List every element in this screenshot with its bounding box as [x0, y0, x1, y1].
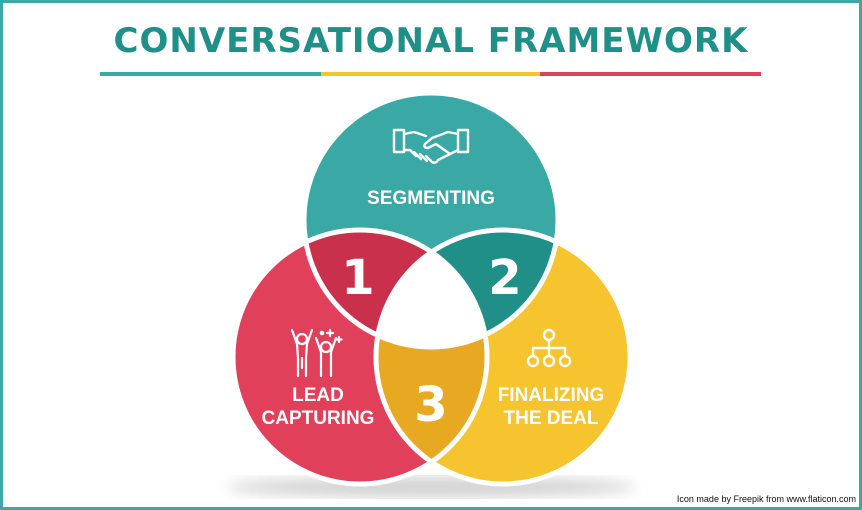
- title-underline-teal: [100, 72, 321, 76]
- title-underline-red: [540, 72, 761, 76]
- overlap-3-number: 3: [414, 377, 447, 433]
- hierarchy-icon: [526, 328, 572, 368]
- diagram-shadow: [226, 477, 636, 497]
- segmenting-label: SEGMENTING: [367, 188, 495, 209]
- icon-credit: Icon made by Freepik from www.flaticon.c…: [676, 494, 856, 504]
- handshake-icon: [392, 128, 470, 164]
- celebrating-people-icon: [290, 328, 343, 378]
- center-region: [376, 230, 487, 347]
- overlap-1-number: 1: [341, 250, 374, 306]
- lead-capturing-label-line2: CAPTURING: [262, 408, 375, 429]
- overlap-2-number: 2: [488, 250, 521, 306]
- circle-outlines: [230, 90, 633, 487]
- title-underline-yellow: [321, 72, 540, 76]
- finalizing-deal-label-line1: FINALIZING: [498, 385, 605, 406]
- page-title: CONVERSATIONAL FRAMEWORK: [113, 21, 749, 61]
- lead-capturing-label-line1: LEAD: [292, 385, 344, 406]
- finalizing-deal-label-line2: THE DEAL: [504, 408, 599, 429]
